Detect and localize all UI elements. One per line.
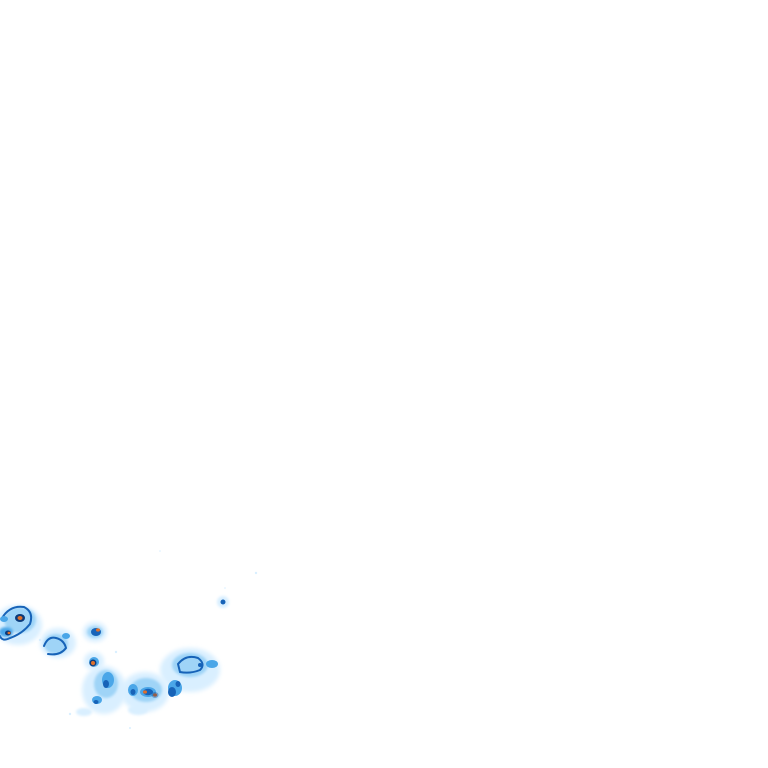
- echo-cluster-south: [76, 666, 126, 716]
- echo-cluster-center-north: [83, 622, 107, 642]
- echo-cluster-east: [160, 648, 220, 697]
- echo-cluster-south-east: [121, 672, 169, 715]
- echo-cluster-isolated: [217, 596, 229, 608]
- echo-cluster-west-2: [40, 628, 76, 658]
- echo-speckles: [38, 550, 258, 729]
- echo-cluster-center: [84, 652, 104, 670]
- echo-cluster-west: [0, 605, 42, 645]
